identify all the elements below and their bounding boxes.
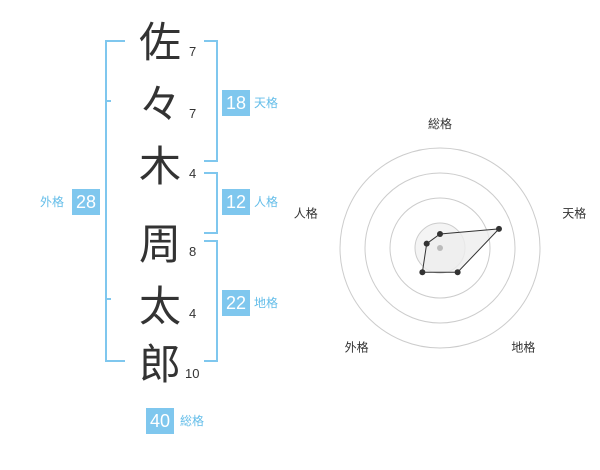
gaikaku-value-badge: 28 bbox=[72, 189, 101, 215]
radar-point-4 bbox=[419, 269, 426, 276]
gaikaku-bracket bbox=[105, 40, 125, 362]
radar-axis-label-1: 総格 bbox=[428, 116, 452, 131]
stroke-count-6: 10 bbox=[185, 366, 200, 381]
radar-point-5 bbox=[423, 240, 430, 247]
radar-axis-label-4: 外格 bbox=[345, 339, 369, 354]
stroke-count-5: 4 bbox=[189, 306, 197, 321]
name-char-5: 太 bbox=[138, 282, 181, 331]
bracket-tick bbox=[105, 100, 111, 102]
radar-point-2 bbox=[495, 225, 502, 232]
radar-axis-label-3: 地格 bbox=[511, 339, 535, 354]
radar-point-1 bbox=[437, 231, 443, 237]
radar-ring-2 bbox=[389, 197, 491, 299]
gaikaku-label: 外格 bbox=[40, 195, 65, 209]
radar-axis-label-5: 人格 bbox=[294, 206, 318, 221]
radar-center-dot bbox=[437, 245, 443, 251]
radar-point-3 bbox=[454, 269, 461, 276]
radar-ring-3 bbox=[364, 172, 516, 324]
bracket-tick bbox=[105, 298, 111, 300]
name-char-6: 郎 bbox=[138, 340, 181, 389]
name-char-1: 佐 bbox=[138, 18, 181, 67]
stroke-count-2: 7 bbox=[189, 106, 197, 121]
jinkaku-label: 人格 bbox=[254, 195, 279, 209]
name-char-2: 々 bbox=[138, 80, 181, 129]
chikaku-bracket bbox=[204, 240, 218, 362]
name-char-4: 周 bbox=[138, 220, 181, 269]
jinkaku-value-badge: 12 bbox=[222, 189, 251, 215]
radar-axis-label-2: 天格 bbox=[562, 206, 586, 221]
chikaku-value-badge: 22 bbox=[222, 290, 251, 316]
soukaku-label: 総格 bbox=[180, 414, 205, 428]
radar-ring-4 bbox=[339, 147, 541, 349]
stroke-count-1: 7 bbox=[189, 44, 197, 59]
stroke-count-3: 4 bbox=[189, 166, 197, 181]
jinkaku-bracket bbox=[204, 172, 218, 234]
soukaku-value-badge: 40 bbox=[146, 408, 175, 434]
tenkaku-value-badge: 18 bbox=[222, 90, 251, 116]
tenkaku-label: 天格 bbox=[254, 96, 279, 110]
chikaku-label: 地格 bbox=[254, 296, 279, 310]
tenkaku-bracket bbox=[204, 40, 218, 162]
name-char-3: 木 bbox=[138, 142, 181, 191]
stroke-count-4: 8 bbox=[189, 244, 197, 259]
